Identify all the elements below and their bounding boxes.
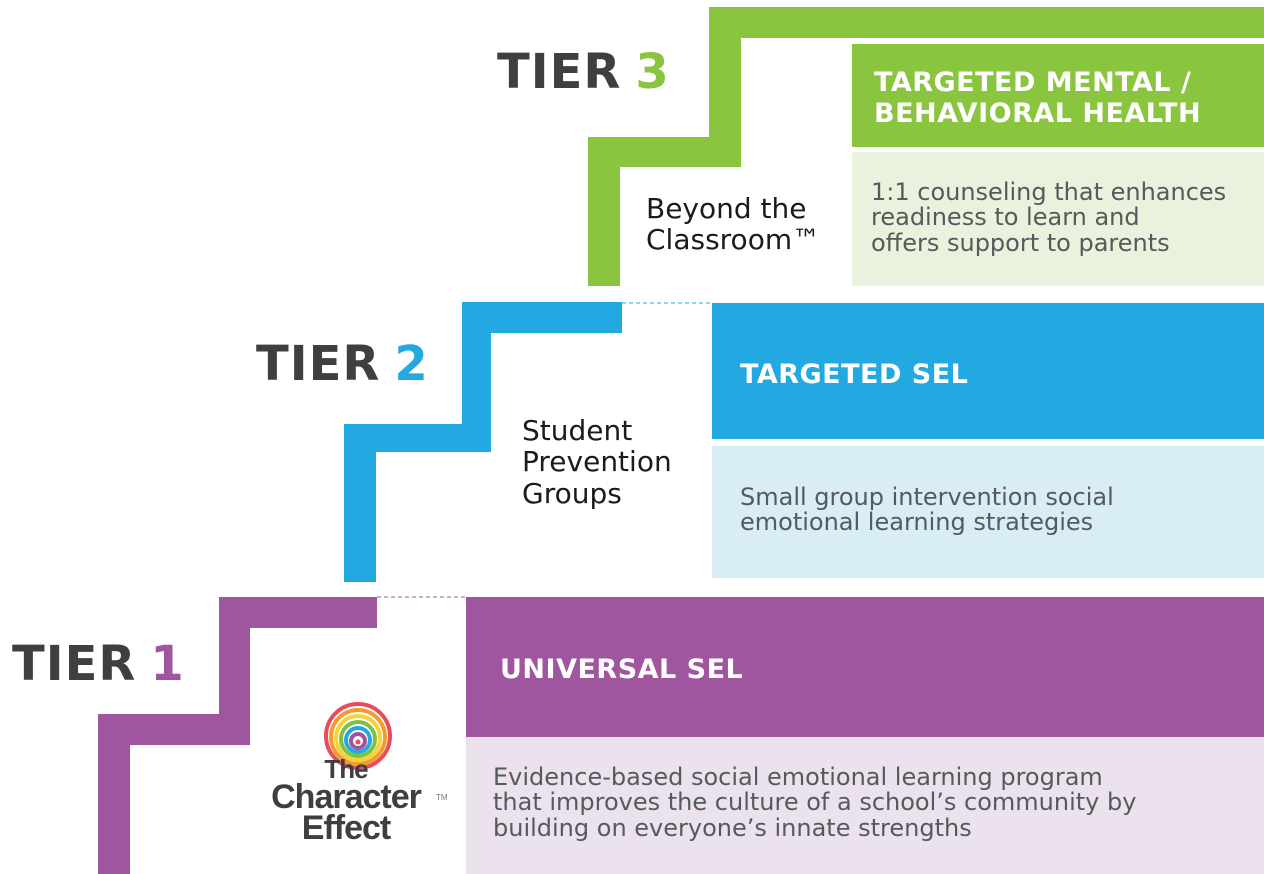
tier3-panel-bg [852, 152, 1264, 286]
fingerprint-icon [324, 702, 392, 770]
tier2-number: 2 [394, 336, 429, 392]
tier3-band-bg [852, 44, 1264, 147]
tier1-desc-line: Evidence-based social emotional learning… [493, 763, 1103, 791]
tier3-band-line: TARGETED MENTAL / [874, 67, 1192, 98]
tier2-program-line: Student [522, 414, 633, 447]
tier3-program-name: Beyond the Classroom™ [646, 193, 820, 256]
tier3-program-line: Beyond the [646, 192, 807, 225]
logo-line-effect: Effect [301, 809, 391, 848]
tier2-program-line: Groups [522, 476, 622, 510]
tier3-number: 3 [635, 44, 670, 100]
tier2-desc-line: emotional learning strategies [740, 508, 1094, 537]
tier1-band-line: UNIVERSAL SEL [500, 654, 744, 685]
tier2-band-bg [712, 303, 1264, 439]
tier1-label: TIER [12, 636, 137, 692]
tier1-band-title: UNIVERSAL SEL [500, 654, 744, 686]
tier3-desc-line: 1:1 counseling that enhances [871, 178, 1227, 206]
tier2-description: Small group intervention social emotiona… [740, 483, 1114, 537]
logo-trademark: TM [436, 793, 448, 802]
tier2-panel-bg [712, 446, 1264, 578]
tier1-description: Evidence-based social emotional learning… [493, 763, 1137, 842]
tier1-stair [98, 597, 377, 874]
tier2-stair [344, 302, 622, 582]
tier2-band-line: TARGETED SEL [740, 359, 969, 390]
tier1-desc-line: that improves the culture of a school’s … [493, 788, 1137, 817]
tier3-band-line: BEHAVIORAL HEALTH [874, 97, 1202, 129]
tier3-label: TIER [497, 44, 622, 100]
tier1-panel-bg [466, 737, 1264, 874]
tier3-desc-line: offers support to parents [871, 228, 1170, 257]
tier3-stair [588, 7, 1264, 286]
tier1-band-bg [466, 597, 1264, 737]
tier1-desc-line: building on everyone’s innate strengths [493, 813, 972, 842]
tier1-number: 1 [150, 636, 185, 692]
logo-line-character: Character [271, 777, 422, 816]
tier3-desc-line: readiness to learn and [871, 203, 1140, 232]
tier3-description: 1:1 counseling that enhances readiness t… [871, 178, 1227, 257]
tier2-band-title: TARGETED SEL [740, 359, 969, 391]
logo-line-the: The [324, 754, 368, 784]
tier2-program-name: Student Prevention Groups [522, 415, 672, 509]
tier2-program-line: Prevention [522, 445, 672, 479]
tier3-program-line: Classroom™ [646, 223, 821, 257]
tier2-label: TIER [256, 336, 381, 392]
tier2-desc-line: Small group intervention social [740, 483, 1114, 511]
character-effect-logo: The Character Effect [256, 754, 436, 848]
tier3-band-title: TARGETED MENTAL / BEHAVIORAL HEALTH [874, 67, 1202, 129]
